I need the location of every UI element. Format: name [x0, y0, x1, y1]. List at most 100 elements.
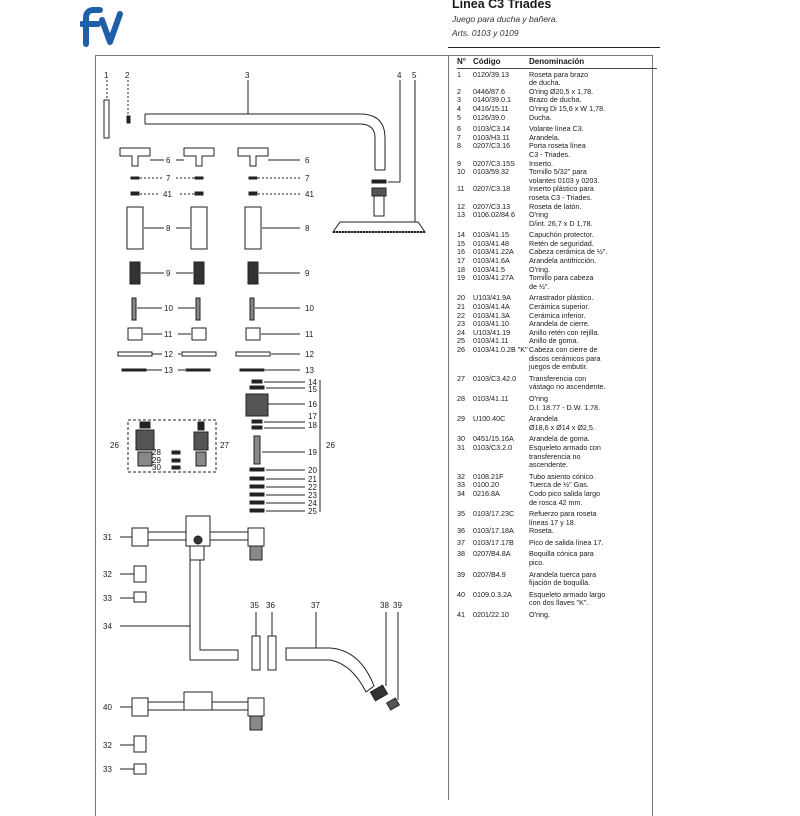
row-code: 0103/41.22A: [473, 247, 514, 257]
table-row: líneas 17 y 18.: [457, 518, 657, 528]
row-code: 0103/41.5: [473, 264, 505, 274]
row-number: 1: [457, 69, 461, 79]
row-code: 0451/15.16A: [473, 434, 514, 444]
row-number: 31: [457, 442, 465, 452]
row-description: volantes 0103 y 0203.: [529, 175, 600, 185]
row-code: 0140/39.0.1: [473, 95, 511, 105]
header-number: N°: [457, 57, 466, 66]
row-code: 0216.8A: [473, 488, 500, 498]
row-code: 0446/87.6: [473, 86, 505, 96]
row-description: Cerámica inferior.: [529, 310, 586, 320]
row-number: 38: [457, 549, 465, 559]
part-5-drawing: [332, 187, 426, 233]
row-description: Esqueleto armado largo: [529, 589, 606, 599]
row-code: [473, 220, 529, 229]
row-description: con dos llaves "K".: [529, 598, 589, 608]
row-code: 0103/41.48: [473, 238, 509, 248]
table-row: fijación de boquilla.: [457, 579, 657, 588]
callout-33-lower: 33: [103, 765, 112, 774]
callout-8-mid: 8: [166, 224, 171, 233]
table-row: ascendente.: [457, 461, 657, 470]
row-code: [473, 453, 529, 462]
table-row: roseta C3 - Triades.: [457, 193, 657, 203]
page-subtitle: Juego para ducha y bañera.: [452, 14, 558, 24]
callout-40: 40: [103, 703, 112, 712]
callout-18: 18: [308, 421, 317, 430]
row-description: Roseta.: [529, 526, 554, 536]
row-code: 0103/C3.2.0: [473, 442, 513, 452]
table-row: de rosca 42 mm.: [457, 498, 657, 508]
valve-column-middle: [181, 147, 217, 372]
row-code: [473, 404, 529, 413]
row-number: 22: [457, 310, 465, 320]
table-row: de ½".: [457, 282, 657, 292]
row-code: [473, 383, 529, 392]
row-number: 6: [457, 124, 461, 134]
table-row: 31 0103/C3.2.0 Esqueleto armado con: [457, 442, 657, 453]
row-number: 39: [457, 569, 465, 579]
row-number: 4: [457, 103, 461, 113]
callout-13-right: 13: [305, 366, 314, 375]
row-description: Pico de salida línea 17.: [529, 537, 604, 547]
valve-column-left: [117, 147, 153, 372]
row-description: Esqueleto armado con: [529, 442, 601, 452]
row-description: pico.: [529, 558, 545, 568]
row-description: Arrastrador plástico.: [529, 293, 594, 303]
row-code: 0120/39.13: [473, 69, 509, 79]
row-number: 27: [457, 373, 465, 383]
callout-13-mid: 13: [164, 366, 173, 375]
row-code: [473, 363, 529, 372]
callout-25: 25: [308, 507, 317, 516]
row-description: O'ring: [529, 210, 548, 220]
callout-19: 19: [308, 448, 317, 457]
callout-32: 32: [103, 570, 112, 579]
table-row: con dos llaves "K".: [457, 599, 657, 608]
header-code: Código: [473, 57, 501, 66]
callout-33: 33: [103, 594, 112, 603]
callout-11-right: 11: [305, 330, 314, 339]
row-code: 0207/B4.9: [473, 569, 506, 579]
row-description: Tornillo para cabeza: [529, 273, 594, 283]
callout-37: 37: [311, 601, 320, 610]
row-description: de ducha.: [529, 78, 561, 88]
row-number: [457, 424, 473, 433]
row-number: 33: [457, 480, 465, 490]
callout-6-mid: 6: [166, 156, 171, 165]
row-description: Inserto.: [529, 158, 553, 168]
callout-22: 22: [308, 483, 317, 492]
part-37-drawing: [285, 647, 375, 693]
callout-5: 5: [412, 71, 417, 80]
table-row: discos cerámicos para: [457, 354, 657, 364]
row-number: 5: [457, 112, 461, 122]
row-description: Porta roseta línea: [529, 141, 586, 151]
part-35-drawing: [251, 635, 261, 671]
row-code: 0103/59.32: [473, 167, 509, 177]
row-code: 0103/41.4A: [473, 302, 510, 312]
row-description: Brazo de ducha.: [529, 95, 582, 105]
callout-12-mid: 12: [164, 350, 173, 359]
row-number: [457, 283, 473, 292]
part-33-drawing: [133, 591, 147, 603]
callout-23: 23: [308, 491, 317, 500]
row-description: O'ring Di 15,6 x W 1,78.: [529, 103, 606, 113]
callout-1: 1: [104, 71, 109, 80]
row-number: [457, 559, 473, 568]
header-description: Denominación: [529, 57, 585, 66]
table-row: D/int. 26,7 x D 1,78.: [457, 219, 657, 229]
row-description: Tubo asiento cónico.: [529, 471, 596, 481]
table-row: transferencia no: [457, 452, 657, 462]
